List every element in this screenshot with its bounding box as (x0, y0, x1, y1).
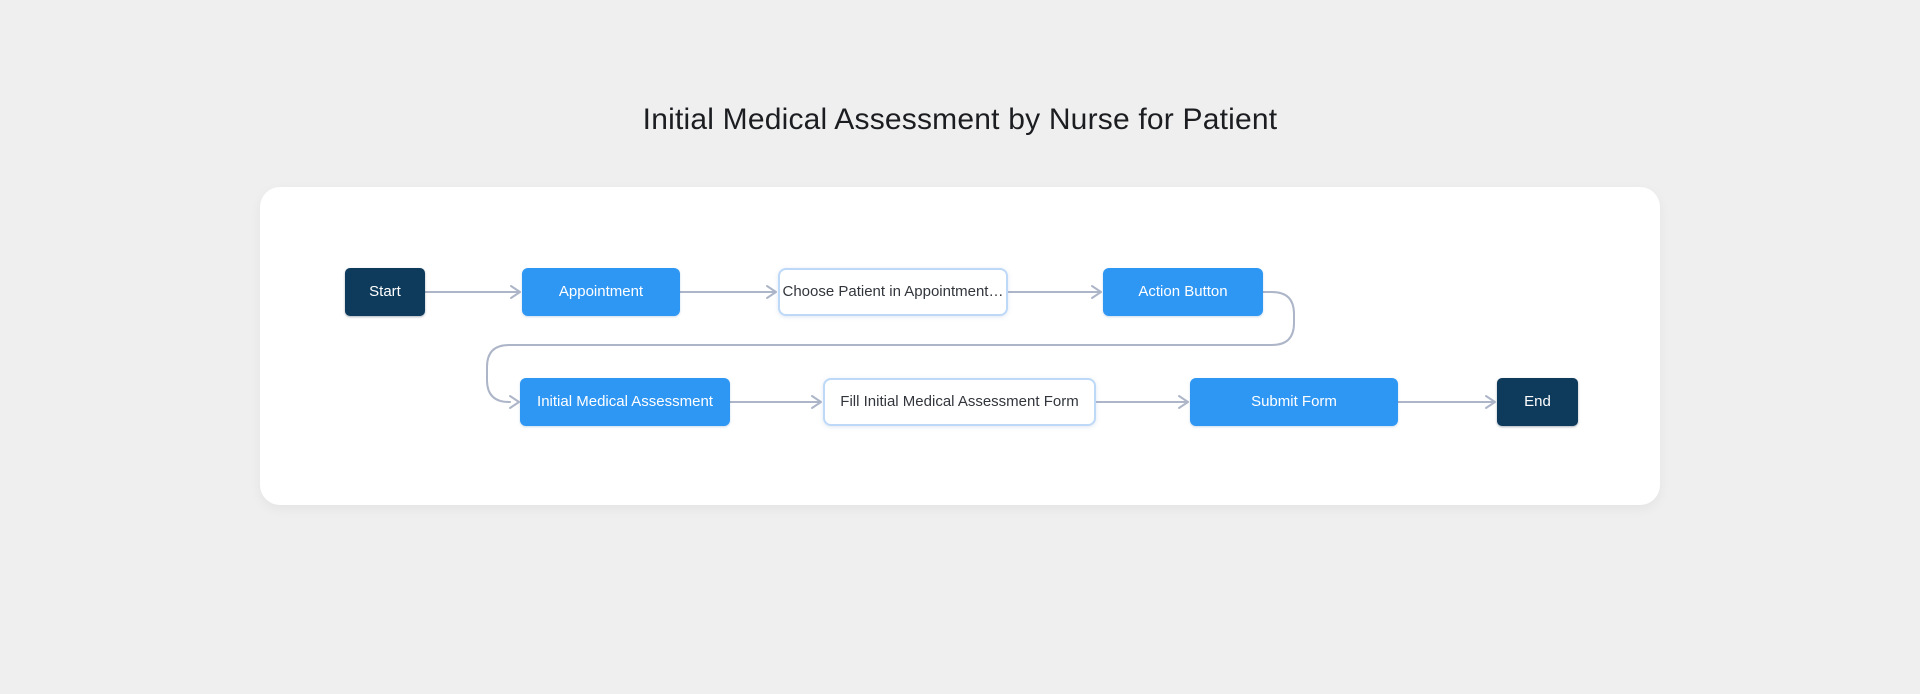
arrowhead-icon (811, 395, 822, 409)
arrowhead-icon (1178, 395, 1189, 409)
diagram-title: Initial Medical Assessment by Nurse for … (642, 103, 1278, 136)
edge-action-button-initial-medical-assessment (486, 291, 1295, 409)
edge-choose-patient-action-button (1007, 285, 1102, 299)
arrowhead-icon (510, 285, 521, 299)
edge-fill-form-submit-form (1095, 395, 1189, 409)
arrowhead-icon (766, 285, 777, 299)
node-submit-form[interactable]: Submit Form (1190, 378, 1398, 426)
edge-appointment-choose-patient (679, 285, 777, 299)
arrowhead-icon (509, 395, 520, 409)
edge-initial-medical-assessment-fill-form (729, 395, 822, 409)
node-start[interactable]: Start (345, 268, 425, 316)
flowchart-card: Start Appointment Choose Patient in Appo… (260, 187, 1660, 505)
edge-start-appointment (424, 285, 521, 299)
flowchart-connectors (424, 285, 1496, 409)
arrowhead-icon (1485, 395, 1496, 409)
node-fill-form[interactable]: Fill Initial Medical Assessment Form (823, 378, 1096, 426)
node-action-button[interactable]: Action Button (1103, 268, 1263, 316)
node-choose-patient[interactable]: Choose Patient in Appointment… (778, 268, 1008, 316)
node-initial-medical-assessment[interactable]: Initial Medical Assessment (520, 378, 730, 426)
arrowhead-icon (1091, 285, 1102, 299)
edge-submit-form-end (1397, 395, 1496, 409)
node-end[interactable]: End (1497, 378, 1578, 426)
connector-line (486, 291, 1295, 403)
node-appointment[interactable]: Appointment (522, 268, 680, 316)
